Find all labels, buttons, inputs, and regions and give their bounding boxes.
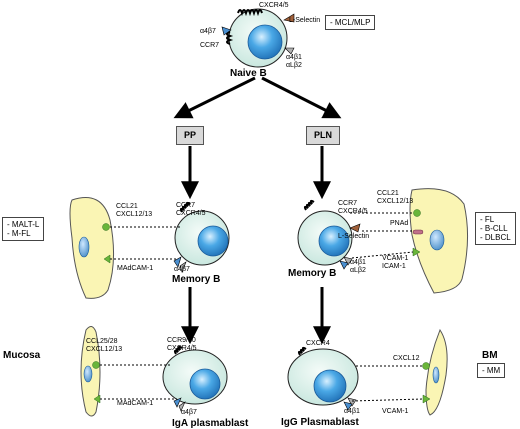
naive-b-cell bbox=[221, 8, 295, 68]
bm-vcam-label: VCAM-1 bbox=[382, 408, 409, 415]
right-memory-title: Memory B bbox=[288, 268, 337, 279]
memory-b-cell-right bbox=[297, 199, 361, 270]
right-disease-box: - FL - B-CLL - DLBCL bbox=[475, 212, 516, 245]
pln-box: PLN bbox=[306, 126, 340, 145]
naive-a4b1-label: α4β1 αLβ2 bbox=[286, 54, 302, 69]
pp-box: PP bbox=[176, 126, 204, 145]
mucosa-stromal-cell bbox=[80, 326, 101, 417]
iga-a4b7-label: α4β7 bbox=[181, 409, 197, 416]
bm-site-label: BM bbox=[482, 350, 498, 361]
igg-plasmablast-cell bbox=[287, 346, 359, 411]
naive-a4b7-label: α4β7 bbox=[200, 28, 216, 35]
mucosa-madcam-label: MAdCAM-1 bbox=[117, 400, 154, 407]
diverging-arrows bbox=[173, 76, 342, 345]
right-chemokine-labels: CCL21 CXCL12/13 bbox=[377, 190, 414, 205]
iga-plasmablast-cell bbox=[162, 345, 228, 412]
bm-cxcl12-label: CXCL12 bbox=[393, 355, 420, 362]
memory-b-cell-left bbox=[173, 201, 230, 273]
pnad-label: PNAd bbox=[390, 220, 409, 227]
naive-b-title: Naive B bbox=[230, 68, 267, 79]
naive-ccr7-label: CCR7 bbox=[200, 42, 220, 49]
left-receptor-labels: CCR7 CXCR4/5 bbox=[176, 202, 206, 217]
right-receptor-labels: CCR7 CXCR4/5 bbox=[338, 200, 368, 215]
interaction-lines bbox=[100, 212, 424, 402]
right-integrin-labels: α4β1 αLβ2 bbox=[350, 259, 366, 274]
iga-receptor-labels: CCR9/10 CXCR4/5 bbox=[167, 337, 197, 352]
left-memory-title: Memory B bbox=[172, 274, 221, 285]
igg-a4b1-label: α4β1 bbox=[344, 408, 360, 415]
left-a4b7-label: α4β7 bbox=[174, 266, 190, 273]
left-madcam-label: MAdCAM-1 bbox=[117, 265, 154, 272]
left-chemokine-labels: CCL21 CXCL12/13 bbox=[116, 203, 153, 218]
iga-plasmablast-title: IgA plasmablast bbox=[172, 418, 249, 429]
naive-disease-box: - MCL/MLP bbox=[325, 15, 376, 30]
igg-cxcr4-label: CXCR4 bbox=[306, 340, 330, 347]
mucosa-site-label: Mucosa bbox=[3, 350, 41, 361]
mucosa-chemokine-labels: CCL25/28 CXCL12/13 bbox=[86, 338, 123, 353]
right-stromal-cell-pln bbox=[409, 188, 469, 294]
naive-lselectin-label: L-Selectin bbox=[289, 17, 321, 24]
bm-stromal-cell bbox=[422, 328, 448, 416]
left-stromal-cell-pp bbox=[69, 197, 115, 299]
right-lselectin-label: L-Selectin bbox=[338, 233, 370, 240]
right-ligand-labels: VCAM-1 ICAM-1 bbox=[382, 255, 409, 270]
left-disease-box: - MALT-L - M-FL bbox=[2, 217, 45, 241]
bm-disease-box: - MM bbox=[477, 363, 506, 378]
igg-plasmablast-title: IgG Plasmablast bbox=[281, 417, 359, 428]
naive-cxcr-label: CXCR4/5 bbox=[259, 2, 289, 9]
